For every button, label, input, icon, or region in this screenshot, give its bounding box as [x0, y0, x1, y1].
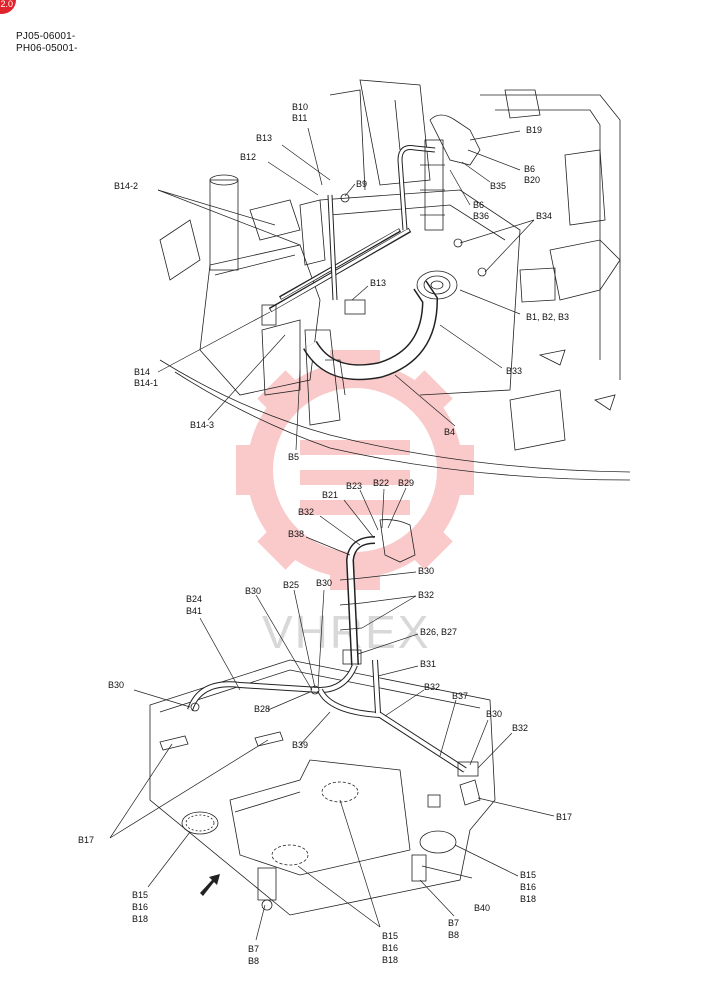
label-b17-left: B17 [78, 835, 94, 845]
label-b26-b27: B26, B27 [420, 627, 457, 637]
label-b15-left: B15 [132, 890, 148, 900]
label-b13-top: B13 [256, 133, 272, 143]
label-b22: B22 [373, 478, 389, 488]
label-b41: B41 [186, 606, 202, 616]
front-direction-arrow-icon [200, 874, 220, 896]
label-b20: B20 [524, 175, 540, 185]
label-b6-b: B6 [473, 200, 484, 210]
serial-range-1: PJ05-06001- [16, 31, 76, 42]
label-b30-mid: B30 [316, 578, 332, 588]
label-b8-left: B8 [248, 956, 259, 966]
label-b15-mid: B15 [382, 931, 398, 941]
label-b7-left: B7 [248, 944, 259, 954]
label-b14-2: B14-2 [114, 181, 138, 191]
top-callout-labels: B10 B11 B13 B12 B19 B6 B20 B35 B9 B6 B36… [114, 102, 569, 462]
bottom-leader-lines [109, 487, 555, 941]
label-b8-right: B8 [448, 930, 459, 940]
label-b14: B14 [134, 367, 150, 377]
bottom-callout-labels: B23 B22 B29 B21 B32 B38 B30 B32 B24 B41 … [78, 478, 572, 966]
label-b38: B38 [288, 529, 304, 539]
label-b30-riser: B30 [418, 566, 434, 576]
label-b1-b2-b3: B1, B2, B3 [526, 312, 569, 322]
label-b36: B36 [473, 211, 489, 221]
label-b25: B25 [283, 580, 299, 590]
label-b31: B31 [420, 659, 436, 669]
label-b32-right: B32 [512, 723, 528, 733]
label-b30-far-left: B30 [108, 680, 124, 690]
label-b9: B9 [356, 179, 367, 189]
label-b4: B4 [444, 427, 455, 437]
top-leader-lines [157, 127, 535, 451]
label-b16-left: B16 [132, 902, 148, 912]
label-b29: B29 [398, 478, 414, 488]
label-b16-right: B16 [520, 882, 536, 892]
label-b30-right: B30 [486, 709, 502, 719]
page-corner-badge: 2.0 [0, 0, 16, 14]
label-b10: B10 [292, 102, 308, 112]
label-b35: B35 [490, 181, 506, 191]
label-b24: B24 [186, 594, 202, 604]
label-b33: B33 [506, 366, 522, 376]
label-b40: B40 [474, 903, 490, 913]
label-b18-right: B18 [520, 894, 536, 904]
label-b6-a: B6 [524, 164, 535, 174]
watermark-text: VHREX [262, 606, 430, 658]
label-b7-right: B7 [448, 918, 459, 928]
label-b18-left: B18 [132, 914, 148, 924]
label-b32-hose: B32 [424, 682, 440, 692]
label-b14-3: B14-3 [190, 420, 214, 430]
label-b5: B5 [288, 452, 299, 462]
label-b37: B37 [452, 691, 468, 701]
label-b21: B21 [322, 490, 338, 500]
label-b19: B19 [526, 125, 542, 135]
label-b18-mid: B18 [382, 955, 398, 965]
lower-frame-line-art [149, 519, 496, 916]
watermark-gear-logo [236, 350, 474, 590]
label-b12: B12 [240, 152, 256, 162]
upper-frame-line-art [159, 79, 631, 481]
label-b34: B34 [536, 211, 552, 221]
label-b28: B28 [254, 704, 270, 714]
label-b32-top: B32 [298, 507, 314, 517]
label-b16-mid: B16 [382, 943, 398, 953]
label-b11: B11 [292, 113, 307, 123]
serial-range-2: PH06-05001- [16, 43, 78, 54]
label-b14-1: B14-1 [134, 378, 158, 388]
label-b39: B39 [292, 740, 308, 750]
label-b15-right: B15 [520, 870, 536, 880]
label-b30-left: B30 [245, 586, 261, 596]
label-b17-right: B17 [556, 812, 572, 822]
label-b13-mid: B13 [370, 278, 386, 288]
label-b32-riser: B32 [418, 590, 434, 600]
label-b23: B23 [346, 481, 362, 491]
